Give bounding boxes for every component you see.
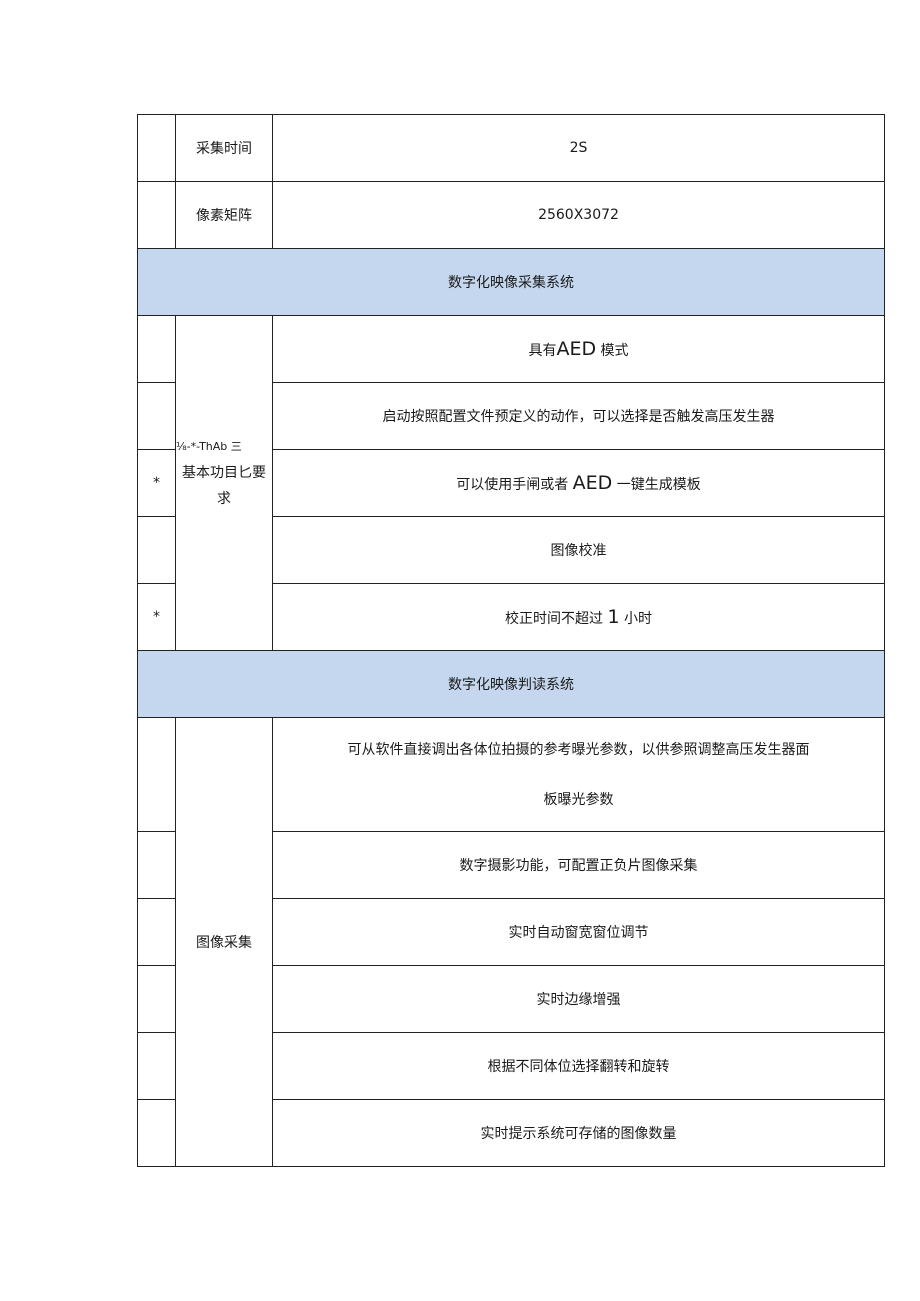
section-title: 数字化映像采集系统: [137, 248, 885, 316]
marker-cell: [137, 1032, 176, 1100]
table-row: 实时提示系统可存储的图像数量: [137, 1099, 885, 1167]
required-marker: [137, 382, 176, 450]
required-marker: [137, 516, 176, 584]
table-row: 像素矩阵 2560X3072: [137, 181, 885, 249]
section-title: 数字化映像判读系统: [137, 650, 885, 718]
table-row: 数字摄影功能，可配置正负片图像采集: [137, 831, 885, 899]
table-row: 图像校准: [137, 516, 885, 584]
item-cell: 具有AED 模式: [272, 315, 885, 383]
group-label-cell: 图像采集: [175, 717, 273, 1167]
item-text: 具有: [528, 343, 557, 359]
group-label-garbled: ⅛-*-ThAb 三: [176, 440, 242, 453]
item-cell: 数字摄影功能，可配置正负片图像采集: [272, 831, 885, 899]
item-emphasis: 1: [607, 606, 620, 628]
item-text: 校正时间不超过: [505, 611, 608, 627]
item-cell: 启动按照配置文件预定义的动作，可以选择是否触发高压发生器: [272, 382, 885, 450]
marker-cell: [137, 898, 176, 966]
marker-cell: [137, 181, 176, 249]
marker-cell: [137, 1099, 176, 1167]
item-emphasis: AED: [572, 472, 613, 494]
item-cell: 实时提示系统可存储的图像数量: [272, 1099, 885, 1167]
spec-table: 采集时间 2S 像素矩阵 2560X3072 数字化映像采集系统 ⅛-*-ThA…: [137, 114, 885, 1167]
item-text: 可以使用手闸或者: [456, 477, 573, 493]
item-cell: 实时边缘增强: [272, 965, 885, 1033]
table-row: * 校正时间不超过 1 小时: [137, 583, 885, 651]
table-row: 图像采集 可从软件直接调出各体位拍摄的参考曝光参数，以供参照调整高压发生器面板曝…: [137, 717, 885, 1167]
table-row: 根据不同体位选择翻转和旋转: [137, 1032, 885, 1100]
item-text: 可从软件直接调出各体位拍摄的参考曝光参数，以供参照调整高压发生器面: [347, 741, 810, 758]
group-label-cell: ⅛-*-ThAb 三 基本功目匕要 求: [175, 315, 273, 651]
item-text: 启动按照配置文件预定义的动作，可以选择是否触发高压发生器: [382, 409, 775, 425]
marker-cell: [137, 717, 176, 832]
marker-cell: [137, 831, 176, 899]
group-label-line1: 基本功目匕要: [182, 465, 266, 481]
item-text-line2: 板曝光参数: [543, 791, 614, 808]
table-row: * 可以使用手闸或者 AED 一键生成模板: [137, 449, 885, 517]
item-cell: 实时自动窗宽窗位调节: [272, 898, 885, 966]
item-cell: 根据不同体位选择翻转和旋转: [272, 1032, 885, 1100]
marker-cell: [137, 114, 176, 182]
item-cell: 校正时间不超过 1 小时: [272, 583, 885, 651]
group-label-line2: 求: [217, 491, 231, 507]
item-text-tail: 小时: [619, 611, 652, 627]
table-row: 采集时间 2S: [137, 114, 885, 182]
item-emphasis: AED: [556, 338, 597, 360]
section-header-row: 数字化映像采集系统: [137, 248, 885, 316]
item-cell: 图像校准: [272, 516, 885, 584]
item-text-tail: 模式: [596, 343, 629, 359]
item-cell: 可从软件直接调出各体位拍摄的参考曝光参数，以供参照调整高压发生器面板曝光参数: [272, 717, 885, 832]
required-marker: [137, 315, 176, 383]
row-label: 采集时间: [175, 114, 273, 182]
table-row: ⅛-*-ThAb 三 基本功目匕要 求 具有AED 模式: [137, 315, 885, 651]
row-value: 2S: [272, 114, 885, 182]
section-header-row: 数字化映像判读系统: [137, 650, 885, 718]
marker-cell: [137, 965, 176, 1033]
row-value: 2560X3072: [272, 181, 885, 249]
item-text-tail: 一键生成模板: [612, 477, 701, 493]
item-cell: 可以使用手闸或者 AED 一键生成模板: [272, 449, 885, 517]
row-label: 像素矩阵: [175, 181, 273, 249]
required-marker: *: [137, 449, 176, 517]
item-text: 图像校准: [550, 543, 607, 559]
required-marker: *: [137, 583, 176, 651]
